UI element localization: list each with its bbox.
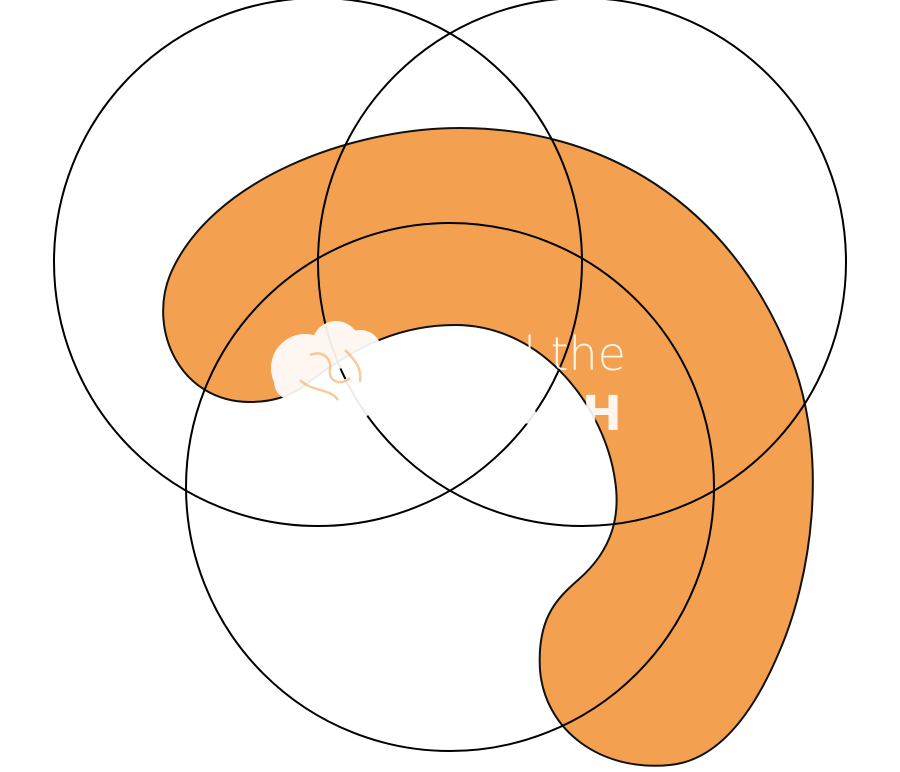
- watermark-text-line1: Mind the: [425, 327, 626, 381]
- orange-arc-shape: [162, 126, 814, 767]
- brain-detail-lines: [299, 349, 362, 401]
- venn-circle-bottom: [185, 222, 715, 752]
- venn-circle-top-right: [317, 0, 847, 527]
- watermark-text-line2: GRAPH: [425, 386, 624, 442]
- venn-circle-top-left: [53, 0, 583, 527]
- brain-icon: [271, 321, 399, 438]
